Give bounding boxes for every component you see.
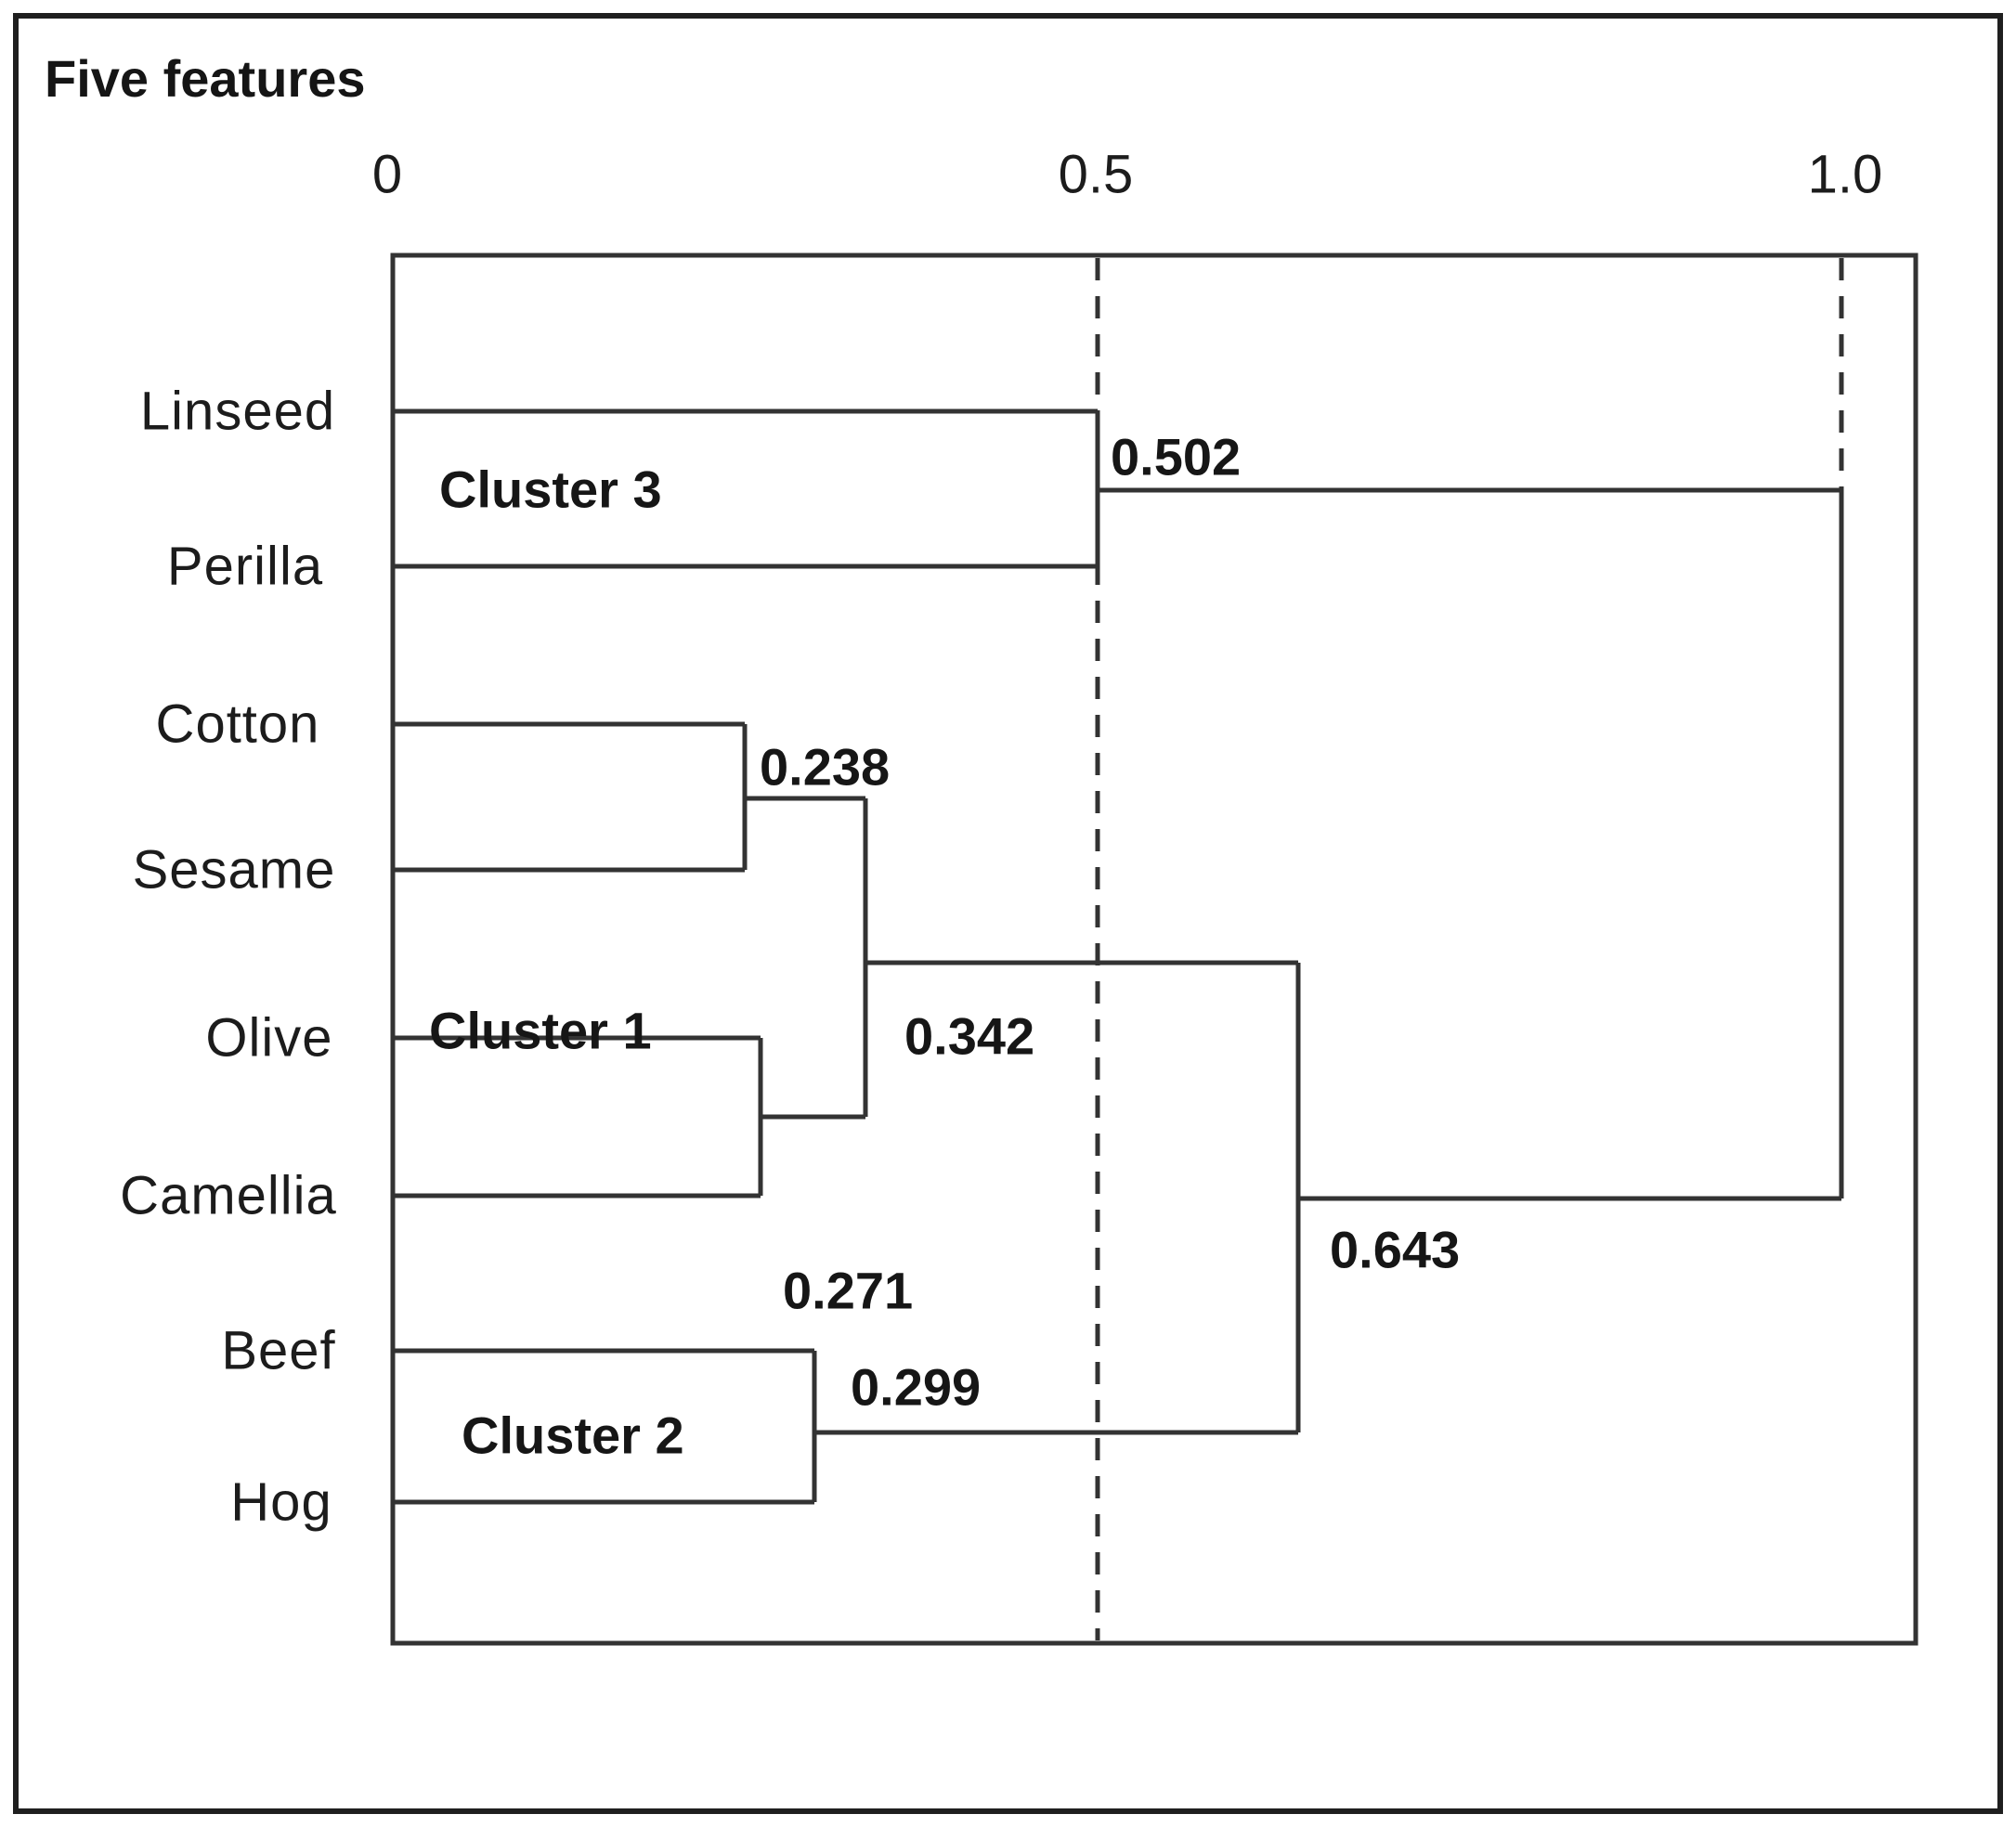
leaf-label-beef: Beef (221, 1320, 336, 1381)
axis-tick-label: 1.0 (1807, 144, 1883, 205)
leaf-label-linseed: Linseed (139, 381, 336, 442)
merge-value-label: 0.342 (904, 1006, 1035, 1066)
plot-border (390, 253, 1918, 1646)
merge-value-label: 0.299 (851, 1357, 982, 1417)
cluster-label: Cluster 3 (439, 460, 662, 519)
figure-title: Five features (45, 49, 366, 108)
leaf-label-perilla: Perilla (166, 536, 324, 597)
merge-value-label: 0.238 (760, 737, 891, 797)
leaf-label-olive: Olive (205, 1007, 333, 1069)
figure-frame (13, 13, 2003, 1814)
axis-tick-label: 0 (371, 144, 403, 205)
axis-tick-label: 0.5 (1058, 144, 1134, 205)
merge-value-label: 0.643 (1330, 1220, 1461, 1279)
leaf-label-hog: Hog (230, 1471, 332, 1533)
cluster-label: Cluster 2 (462, 1406, 684, 1465)
merge-value-label: 0.502 (1111, 427, 1242, 486)
leaf-label-camellia: Camellia (120, 1165, 337, 1226)
cluster-label: Cluster 1 (429, 1001, 652, 1060)
merge-value-label: 0.271 (783, 1261, 914, 1320)
leaf-label-sesame: Sesame (132, 839, 336, 901)
leaf-label-cotton: Cotton (155, 693, 320, 755)
